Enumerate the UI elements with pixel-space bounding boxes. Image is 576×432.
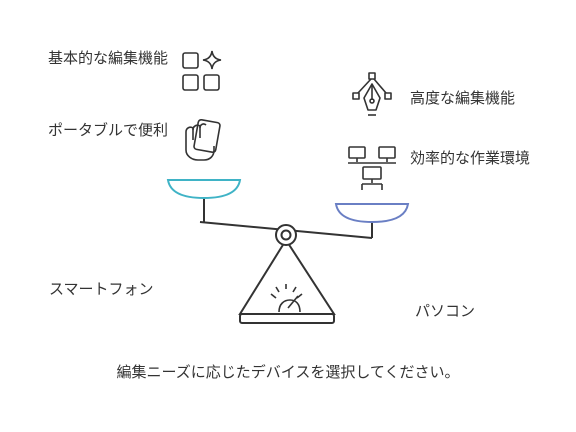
pen-tool-icon xyxy=(352,72,392,116)
shapes-sparkle-icon xyxy=(182,50,222,91)
hand-holding-phone-icon xyxy=(185,118,221,161)
scale-stand xyxy=(238,238,336,315)
caption: 編集ニーズに応じたデバイスを選択してください。 xyxy=(116,363,460,381)
scale-base xyxy=(239,313,335,324)
left-pan xyxy=(166,179,242,200)
basic-edit-label: 基本的な編集機能 xyxy=(47,49,168,67)
advanced-edit-label: 高度な編集機能 xyxy=(410,89,516,107)
portable-label: ポータブルで便利 xyxy=(47,121,168,139)
workspace-label: 効率的な作業環境 xyxy=(410,149,531,167)
pc-label: パソコン xyxy=(415,302,476,320)
gauge-icon xyxy=(270,284,303,313)
right-pan xyxy=(334,203,410,224)
desks-workstation-icon xyxy=(348,146,396,190)
pivot-inner xyxy=(280,229,292,241)
smartphone-label: スマートフォン xyxy=(49,280,154,298)
